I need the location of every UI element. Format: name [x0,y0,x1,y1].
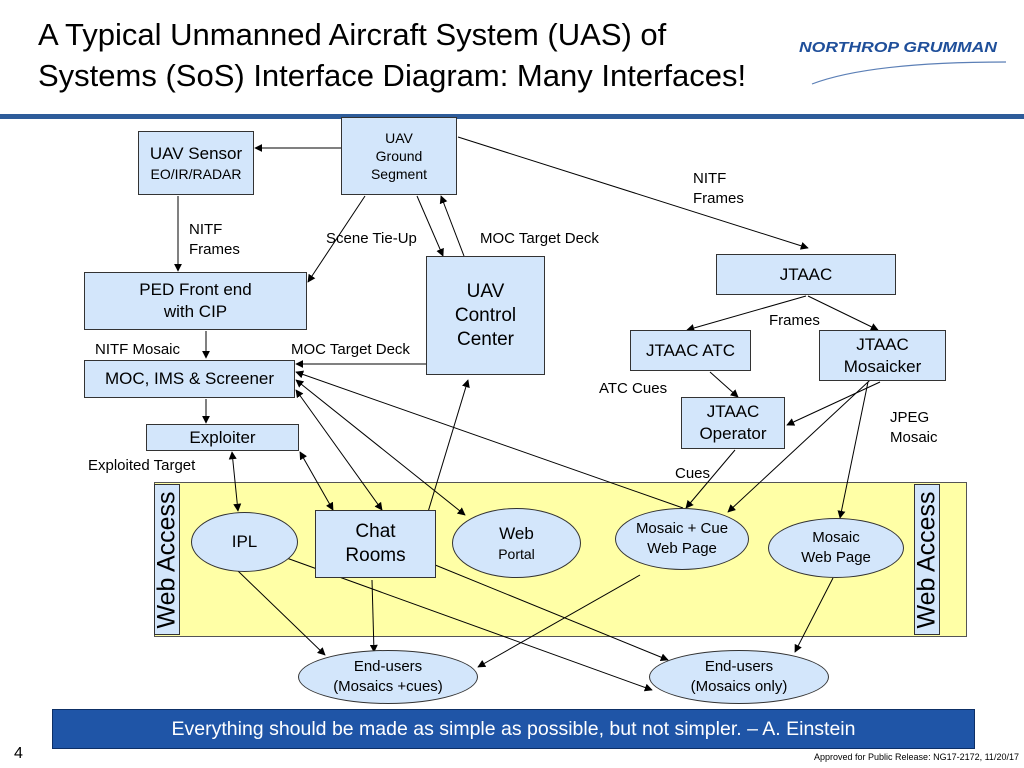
uav-ground-segment-box: UAV Ground Segment [341,117,457,195]
title-line-1: A Typical Unmanned Aircraft System (UAS)… [38,17,667,52]
uav-ground-line3: Segment [370,166,428,182]
edge-label-exploited-target: Exploited Target [88,457,196,474]
end-users-1-line2: (Mosaics +cues) [333,678,443,695]
uav-control-line2: Control [454,304,517,326]
edge-label-scene-tie-up: Scene Tie-Up [326,230,417,247]
moc-ims-screener-box: MOC, IMS & Screener [84,360,295,398]
edge-label-nitf-frames-top: NITF Frames [693,169,744,209]
edge-mosaicker-to-operator [786,381,881,426]
edge-ground-to-control [416,195,444,257]
end-users-2-line2: (Mosaics only) [690,678,788,695]
chat-rooms-line2: Rooms [345,545,406,566]
slide-title: A Typical Unmanned Aircraft System (UAS)… [38,14,798,96]
mosaic-cue-web-page-node: Mosaic + Cue Web Page [615,508,749,570]
web-portal-node: Web Portal [452,508,581,578]
release-footer: Approved for Public Release: NG17-2172, … [814,752,1019,762]
mosaic-cue-line1: Mosaic + Cue [635,520,729,537]
northrop-grumman-logo: NORTHROP GRUMMAN [799,39,998,56]
end-users-2-line1: End-users [704,658,774,675]
web-access-left-label: Web Access [152,490,181,629]
edge-label-nitf-mosaic: NITF Mosaic [95,341,181,358]
edge-atc-to-operator [709,371,739,398]
ped-line1: PED Front end [139,280,252,299]
jpeg-mosaic-line2: Mosaic [890,429,938,446]
uav-ground-line2: Ground [375,148,423,164]
web-portal-line2: Portal [498,546,535,562]
edge-control-to-ground [439,195,465,257]
end-users-mosaics-only-node: End-users (Mosaics only) [649,650,829,704]
page-number: 4 [14,745,23,762]
edge-label-moc-target-deck-mid: MOC Target Deck [291,341,410,358]
edge-label-frames: Frames [769,312,820,329]
jtaac-mosaicker-box: JTAAC Mosaicker [819,330,946,381]
jtaac-operator-box: JTAAC Operator [681,397,785,449]
jtaac-box: JTAAC [716,254,896,295]
nitf-frames-left-line1: NITF [189,221,223,238]
edge-label-jpeg-mosaic: JPEG Mosaic [890,408,938,448]
title-rule [0,114,1024,119]
uav-control-line3: Center [456,328,515,350]
uav-sensor-sublabel: EO/IR/RADAR [150,166,242,182]
chat-rooms-line1: Chat [355,521,396,542]
chat-rooms-box: Chat Rooms [315,510,436,578]
nitf-frames-left-line2: Frames [189,241,240,258]
mosaic-web-line1: Mosaic [812,529,860,546]
edge-label-cues: Cues [675,465,711,482]
nitf-frames-top-line1: NITF [693,170,727,187]
mosaic-web-line2: Web Page [801,549,871,566]
title-line-2: Systems (SoS) Interface Diagram: Many In… [38,58,747,93]
uav-ground-line1: UAV [385,130,413,146]
exploiter-box: Exploiter [146,424,299,451]
mosaic-cue-line2: Web Page [647,540,717,557]
edge-label-atc-cues: ATC Cues [599,380,668,397]
ped-front-end-box: PED Front end with CIP [84,272,307,330]
edge-label-nitf-frames-left: NITF Frames [189,220,240,260]
jtaac-atc-label: JTAAC ATC [645,340,736,360]
exploiter-label: Exploiter [189,427,256,447]
ipl-label: IPL [231,532,258,551]
jtaac-operator-line1: JTAAC [706,402,760,421]
end-users-1-line1: End-users [353,658,423,675]
uav-sensor-box: UAV Sensor EO/IR/RADAR [138,131,254,195]
edge-label-moc-target-deck-top: MOC Target Deck [480,230,599,247]
jtaac-label: JTAAC [779,264,833,284]
web-access-right: Web Access [912,484,941,635]
nitf-frames-top-line2: Frames [693,190,744,207]
uav-control-line1: UAV [466,280,505,302]
quote-text: Everything should be made as simple as p… [171,717,856,740]
jtaac-operator-line2: Operator [699,424,767,443]
jtaac-atc-box: JTAAC ATC [630,330,751,371]
end-users-mosaics-cues-node: End-users (Mosaics +cues) [298,650,478,704]
logo-text: NORTHROP GRUMMAN [799,39,998,56]
uav-control-center-box: UAV Control Center [426,256,545,375]
jpeg-mosaic-line1: JPEG [890,409,930,426]
logo-swoosh [811,61,1007,85]
uav-sensor-label: UAV Sensor [149,144,243,163]
ipl-node: IPL [191,512,298,572]
jtaac-mosaicker-line2: Mosaicker [843,356,922,376]
moc-label: MOC, IMS & Screener [104,369,275,388]
mosaic-web-page-node: Mosaic Web Page [768,518,904,578]
web-portal-line1: Web [499,524,534,543]
jtaac-mosaicker-line1: JTAAC [856,334,909,354]
web-access-right-label: Web Access [912,490,941,629]
web-access-left: Web Access [152,484,181,635]
einstein-quote-bar: Everything should be made as simple as p… [52,709,975,749]
ped-line2: with CIP [163,302,228,321]
